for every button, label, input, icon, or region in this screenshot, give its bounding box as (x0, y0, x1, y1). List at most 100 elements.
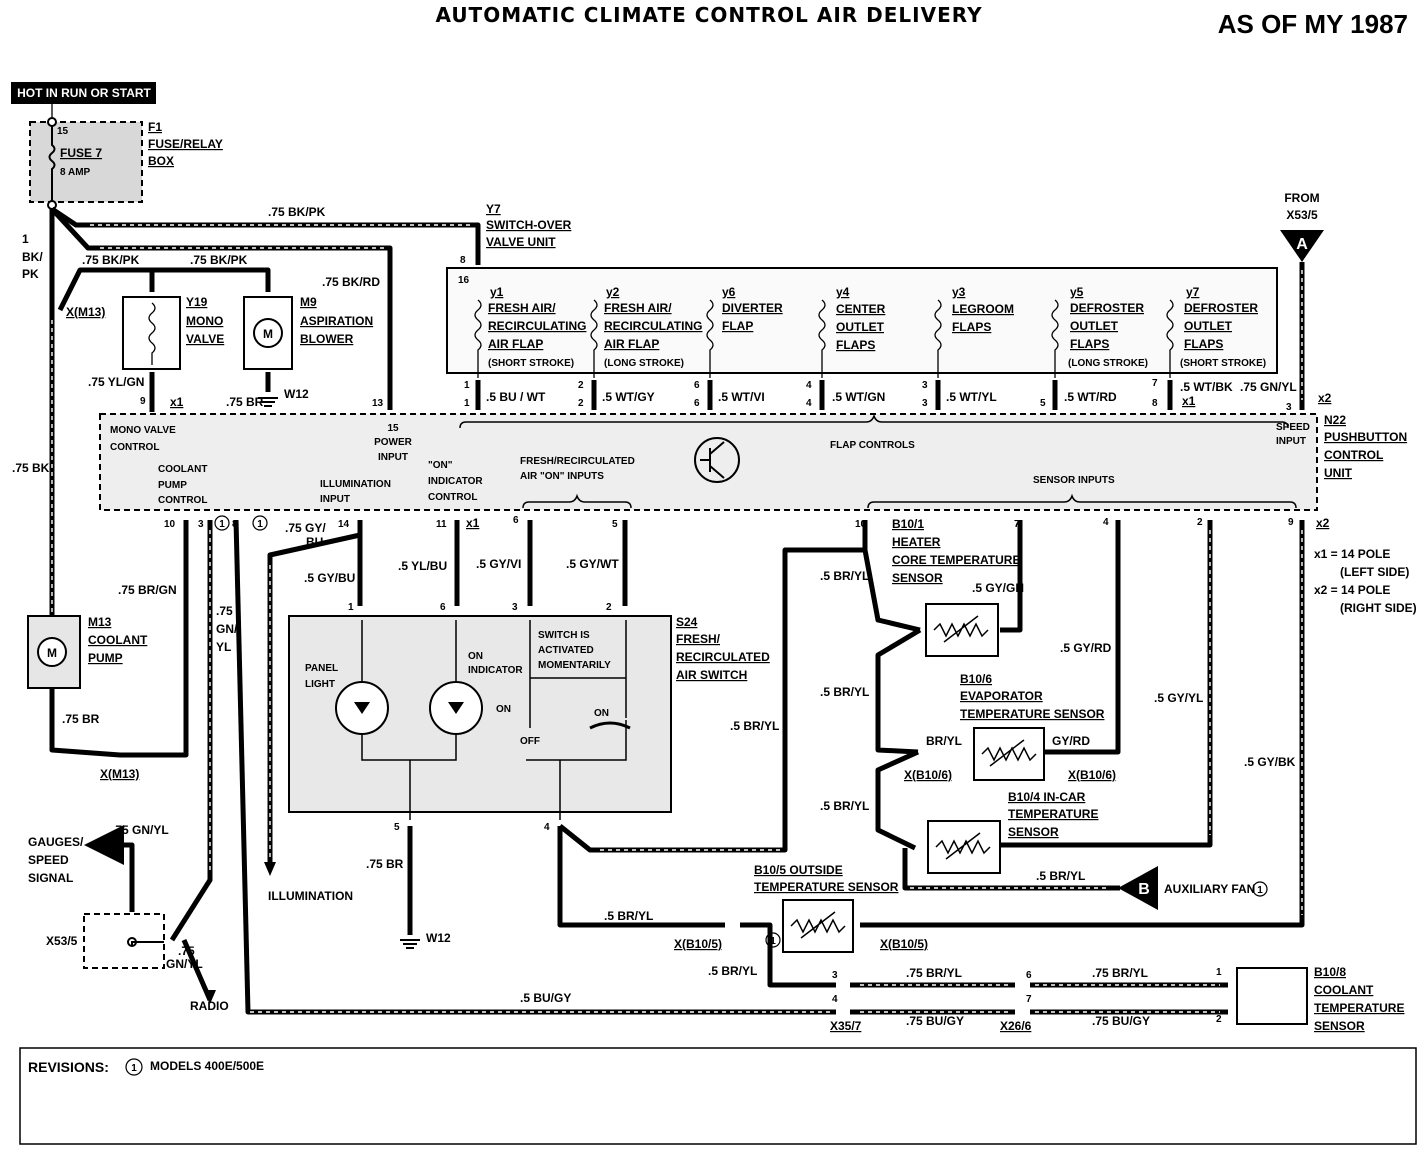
pin: 2 (578, 380, 584, 391)
fuse-label-1: FUSE/RELAY (148, 137, 223, 151)
pin: 7 (1152, 378, 1158, 389)
pin: 4 (806, 398, 812, 409)
fuse-name: FUSE 7 (60, 146, 102, 160)
cu-on-control: CONTROL (428, 492, 477, 503)
pin: 10 (164, 519, 176, 530)
pin: 7 (1014, 519, 1020, 530)
pin: 3 (922, 380, 928, 391)
cu-illumination-input: INPUT (320, 494, 350, 505)
flap-label-3: AIR FLAP (604, 337, 659, 351)
marker-a: A (1296, 236, 1308, 253)
flap-controls-brace (459, 413, 1289, 429)
pin: 2 (1216, 1014, 1222, 1025)
wire-label: .5 BR/YL (820, 799, 869, 813)
pin: 6 (1026, 970, 1032, 981)
wire-label: BK/ (22, 250, 43, 264)
b105-id: B10/5 OUTSIDE (754, 863, 843, 877)
gauges-label-1: GAUGES/ (28, 835, 84, 849)
flap-label-4: (LONG STROKE) (1068, 358, 1148, 369)
pin: 6 (694, 380, 700, 391)
pin: 2 (1197, 517, 1203, 528)
wire-labels: .75 BK/PK .75 BK/PK .75 BK/PK 1 BK/ PK .… (12, 205, 1297, 1028)
connector-label: X35/7 (830, 1019, 862, 1033)
m13-label-1: COOLANT (88, 633, 148, 647)
b101-label-1: HEATER (892, 535, 941, 549)
b108-label-3: SENSOR (1314, 1019, 1365, 1033)
wire-label: BU (306, 535, 323, 549)
revision-marker-pin-2 (252, 515, 268, 531)
flap-label-4: (SHORT STROKE) (1180, 358, 1266, 369)
flap-label-1: DEFROSTER (1070, 301, 1144, 315)
wire-label: .75 (178, 944, 195, 958)
cu-power-terminal: 15 (387, 423, 399, 434)
cu-flap-controls: FLAP CONTROLS (830, 440, 915, 451)
flap-y7: y7 DEFROSTER OUTLET FLAPS (SHORT STROKE) (1166, 285, 1266, 378)
revision-marker-pin (214, 515, 230, 531)
wire-label: .5 BR/YL (708, 964, 757, 978)
flap-label-3: FLAPS (1184, 337, 1223, 351)
wire-label: .5 WT/GN (832, 390, 885, 404)
b101-label-2: CORE TEMPERATURE (892, 553, 1020, 567)
gauges-label-2: SPEED (28, 853, 69, 867)
cu-on: "ON" (428, 460, 453, 471)
connector-label: X(M13) (100, 767, 139, 781)
cu-mono-control: CONTROL (110, 442, 159, 453)
wire-label: .5 YL/BU (398, 559, 447, 573)
flap-id: y7 (1186, 285, 1200, 299)
pushbutton-control-unit (99, 413, 1318, 511)
flap-y1: y1 FRESH AIR/ RECIRCULATING AIR FLAP (SH… (474, 285, 586, 378)
wire-label: .75 BR/YL (1092, 966, 1148, 980)
connector-label: x1 (466, 516, 480, 530)
hot-label-box (11, 82, 156, 104)
wire-label: .75 GN/YL (1240, 380, 1297, 394)
fuse-rating: 8 AMP (60, 167, 91, 178)
note-x2: x2 = 14 POLE (1314, 583, 1390, 597)
y7-id: Y7 (486, 202, 501, 216)
radio-label: RADIO (190, 999, 229, 1013)
pin: 5 (1040, 398, 1046, 409)
connector-label: X(B10/5) (880, 937, 928, 951)
y19-id: Y19 (186, 295, 208, 309)
revision-marker-b105 (765, 932, 781, 948)
fuse-terminal: 15 (57, 126, 69, 137)
connector-label: X(M13) (66, 305, 105, 319)
wire-label: .75 BR (62, 712, 100, 726)
y7-label-1: SWITCH-OVER (486, 218, 572, 232)
pin: 6 (694, 398, 700, 409)
coolant-temp-sensor (1236, 967, 1308, 1025)
connector-label: X26/6 (1000, 1019, 1032, 1033)
revisions-marker-icon (125, 1058, 143, 1076)
wire-label: BR/YL (926, 734, 962, 748)
y19-label-2: VALVE (186, 332, 224, 346)
switch-note-1: SWITCH IS (538, 630, 590, 641)
b108-label-2: TEMPERATURE (1314, 1001, 1404, 1015)
n22-label-2: CONTROL (1324, 448, 1383, 462)
wire-label: PK (22, 267, 39, 281)
pin: 11 (436, 519, 447, 530)
pin: 1 (1216, 967, 1222, 978)
flap-id: y2 (606, 285, 620, 299)
b101-id: B10/1 (892, 517, 924, 531)
flap-y3: y3 LEGROOM FLAPS (934, 285, 1014, 378)
cu-illumination: ILLUMINATION (320, 479, 391, 490)
cu-fresh-recirc: FRESH/RECIRCULATED (520, 456, 635, 467)
pin: 6 (440, 602, 446, 613)
switch-on-label: ON (468, 651, 483, 662)
connector-label: X(B10/5) (674, 937, 722, 951)
b101-label-3: SENSOR (892, 571, 943, 585)
illumination-arrow-icon (264, 862, 276, 876)
connector-labels: X(M13) X(M13) x1 x1 x1 x2 x2 X(B10/6) X(… (66, 305, 1332, 1033)
note-x1-side: (LEFT SIDE) (1340, 565, 1409, 579)
flap-label-2: OUTLET (1070, 319, 1119, 333)
wire-label: 1 (22, 232, 29, 246)
flap-label-4: (LONG STROKE) (604, 358, 684, 369)
cu-power-input: INPUT (378, 452, 408, 463)
pin: 1 (464, 398, 470, 409)
switch-note-3: MOMENTARILY (538, 660, 611, 671)
wire-label: .75 (216, 604, 233, 618)
in-car-sensor (927, 820, 1001, 874)
pin: 14 (338, 519, 350, 530)
wire-label: .75 BK/PK (82, 253, 140, 267)
revisions-box (19, 1047, 1417, 1145)
pin: 13 (372, 398, 384, 409)
